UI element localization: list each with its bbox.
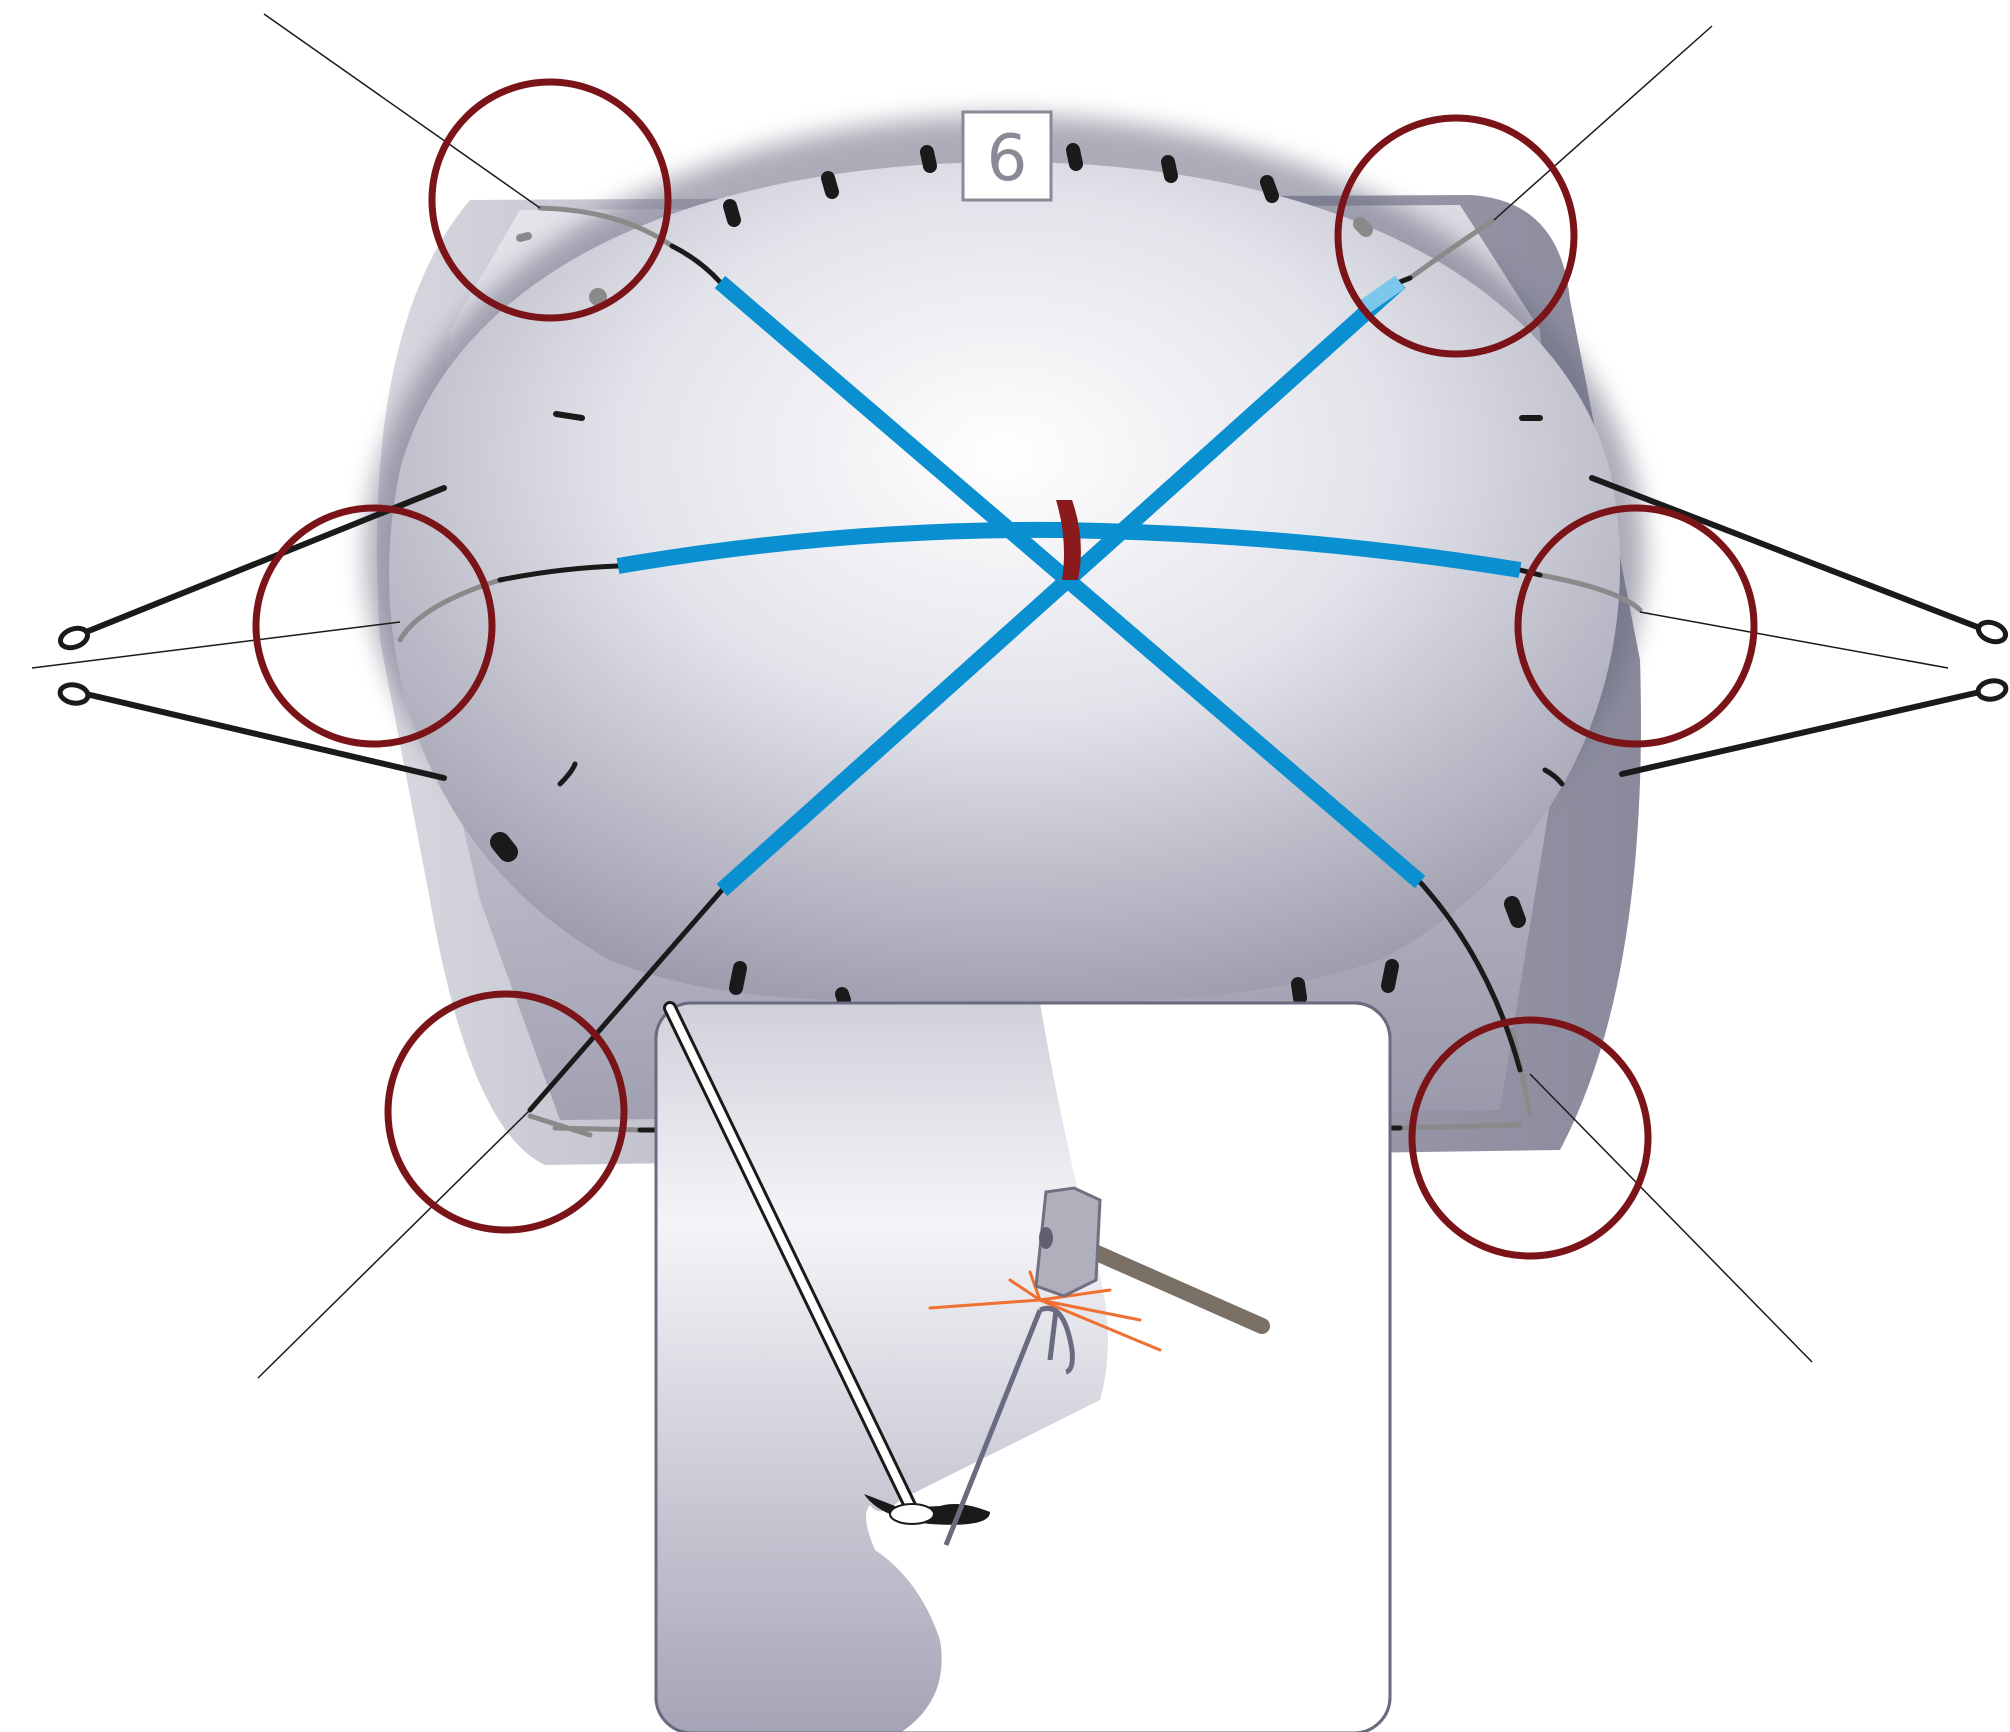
step-number: 6 bbox=[987, 122, 1028, 196]
seat-top bbox=[389, 162, 1620, 1001]
step-badge: 6 bbox=[963, 112, 1051, 200]
loop-icon bbox=[1976, 619, 2008, 645]
inset-panel bbox=[656, 1003, 1390, 1732]
loop-icon bbox=[59, 683, 90, 706]
loop-icon bbox=[58, 625, 90, 651]
loop-icon bbox=[1977, 679, 2008, 702]
